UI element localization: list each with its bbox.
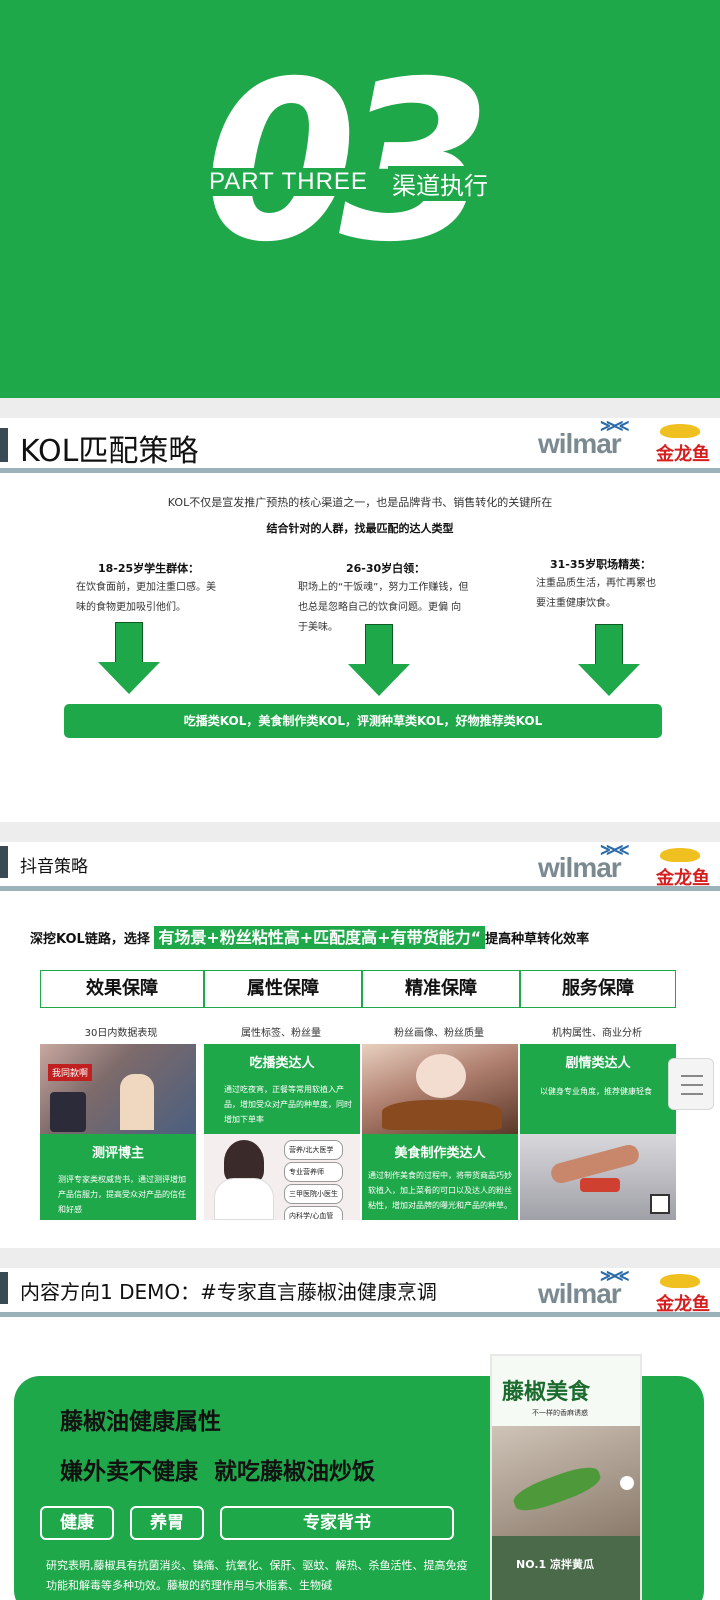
lead-highlight: 有场景+粉丝粘性高+匹配度高+有带货能力“ — [154, 926, 486, 949]
tab-service: 服务保障 — [520, 970, 676, 1008]
header-accent-bar — [0, 846, 8, 878]
fish-icon — [660, 1274, 700, 1288]
phone-preview: 藤椒美食 不一样的香麻诱惑 NO.1 凉拌黄瓜 — [490, 1354, 642, 1600]
qr-code-icon — [650, 1194, 670, 1214]
wilmar-logo: ≫≪wilmar — [538, 842, 629, 883]
phone-subtitle: 不一样的香麻诱惑 — [532, 1409, 588, 1417]
menu-handle-icon[interactable] — [668, 1058, 714, 1110]
photo-doctor: 营养/北大医学 专业营养师 三甲医院小医生 内科学/心血管 — [204, 1134, 360, 1220]
header-divider — [0, 468, 720, 473]
lead-line: 深挖KOL链路，选择 有场景+粉丝粘性高+匹配度高+有带货能力“提高种草转化效率 — [30, 926, 590, 949]
fish-icon — [660, 848, 700, 862]
photo-fitness — [520, 1134, 676, 1220]
body-text: 研究表明,藤椒具有抗菌消炎、镇痛、抗氧化、保肝、驱蚊、解热、杀鱼活性、提高免疫功… — [46, 1559, 468, 1592]
header-divider — [0, 886, 720, 891]
tag-pill: 健康 — [40, 1506, 114, 1540]
wilmar-chevron-icon: ≫≪ — [600, 842, 629, 859]
kol-types-bar: 吃播类KOL，美食制作类KOL，评测种草类KOL，好物推荐类KOL — [64, 704, 662, 738]
phone-caption: NO.1 凉拌黄瓜 — [516, 1558, 594, 1571]
headline-secondary: 嫌外卖不健康 就吃藤椒油炒饭 — [60, 1459, 376, 1485]
headline-primary: 藤椒油健康属性 — [60, 1409, 221, 1435]
section-title: 渠道执行 — [388, 166, 492, 201]
phone-title: 藤椒美食 — [502, 1379, 591, 1405]
group-heading: 31-35岁职场精英： — [550, 558, 652, 571]
part-label: PART THREE — [205, 168, 372, 196]
tab-subtitle: 粉丝画像、粉丝质量 — [394, 1028, 484, 1039]
group-heading: 18-25岁学生群体： — [98, 562, 200, 575]
header-accent-bar — [0, 1272, 8, 1304]
emphasis-text: 结合针对的人群，找最匹配的达人类型 — [266, 522, 454, 535]
jinlongyu-logo: 金龙鱼 — [656, 424, 710, 466]
kol-strategy-slide: KOL匹配策略 ≫≪wilmar 金龙鱼 KOL不仅是宣发推广预热的核心渠道之一… — [0, 418, 720, 822]
slide-title: 内容方向1 DEMO：#专家直言藤椒油健康烹调 — [20, 1280, 437, 1304]
tab-subtitle: 30日内数据表现 — [84, 1028, 158, 1039]
header-divider — [0, 1312, 720, 1317]
intro-text: KOL不仅是宣发推广预热的核心渠道之一，也是品牌背书、销售转化的关键所在 — [167, 496, 553, 509]
slide-title: 抖音策略 — [20, 857, 88, 877]
group-body: 注重品质生活，再忙再累也要注重健康饮食。 — [536, 578, 656, 609]
group-body: 在饮食面前，更加注重口感。美味的食物更加吸引他们。 — [76, 582, 216, 613]
section-number: 03 — [204, 34, 492, 290]
kol-type-card: 测评博主 测评专家类权威背书，通过测评增加产品信服力，提高受众对产品的信任和好感 — [40, 1134, 196, 1220]
tag-pill: 专家背书 — [220, 1506, 454, 1540]
wilmar-logo: ≫≪wilmar — [538, 1268, 629, 1309]
wilmar-chevron-icon: ≫≪ — [600, 418, 629, 435]
tab-subtitle: 属性标签、粉丝量 — [241, 1028, 321, 1039]
group-body: 职场上的“干饭魂”，努力工作赚钱，但也总是忽略自己的饮食问题。更偏 向于美味。 — [298, 582, 469, 633]
slide-title: KOL匹配策略 — [20, 434, 199, 469]
douyin-strategy-slide: 抖音策略 ≫≪wilmar 金龙鱼 深挖KOL链路，选择 有场景+粉丝粘性高+匹… — [0, 842, 720, 1248]
tab-effect: 效果保障 — [40, 970, 204, 1008]
tab-attribute: 属性保障 — [204, 970, 362, 1008]
wilmar-logo: ≫≪wilmar — [538, 418, 629, 459]
photo-eating — [362, 1044, 518, 1134]
kol-type-card: 吃播类达人 通过吃夜宵，正餐等常用软植入产品，增加受众对产品的种草度，同时增加下… — [204, 1044, 360, 1134]
tag-pill: 养胃 — [130, 1506, 204, 1540]
kol-type-card: 美食制作类达人 通过制作美食的过程中，将带货商品巧妙软植入，加上菜肴的可口以及达… — [362, 1134, 518, 1220]
photo-livestream: 我同款啊 — [40, 1044, 196, 1134]
jinlongyu-logo: 金龙鱼 — [656, 1274, 710, 1316]
content-demo-slide: 内容方向1 DEMO：#专家直言藤椒油健康烹调 ≫≪wilmar 金龙鱼 藤椒油… — [0, 1268, 720, 1600]
tab-subtitle: 机构属性、商业分析 — [552, 1028, 642, 1039]
header-accent-bar — [0, 428, 8, 462]
kol-type-card: 剧情类达人 以健身专业角度，推荐健康轻食 — [520, 1044, 676, 1134]
wilmar-chevron-icon: ≫≪ — [600, 1268, 629, 1285]
group-heading: 26-30岁白领： — [346, 562, 426, 575]
like-icon[interactable] — [620, 1476, 634, 1490]
section-cover: 03 PART THREE 渠道执行 — [0, 0, 720, 398]
tab-precision: 精准保障 — [362, 970, 520, 1008]
fish-icon — [660, 424, 700, 438]
jinlongyu-logo: 金龙鱼 — [656, 848, 710, 890]
expert-tags: 营养/北大医学 专业营养师 三甲医院小医生 内科学/心血管 — [284, 1140, 343, 1220]
